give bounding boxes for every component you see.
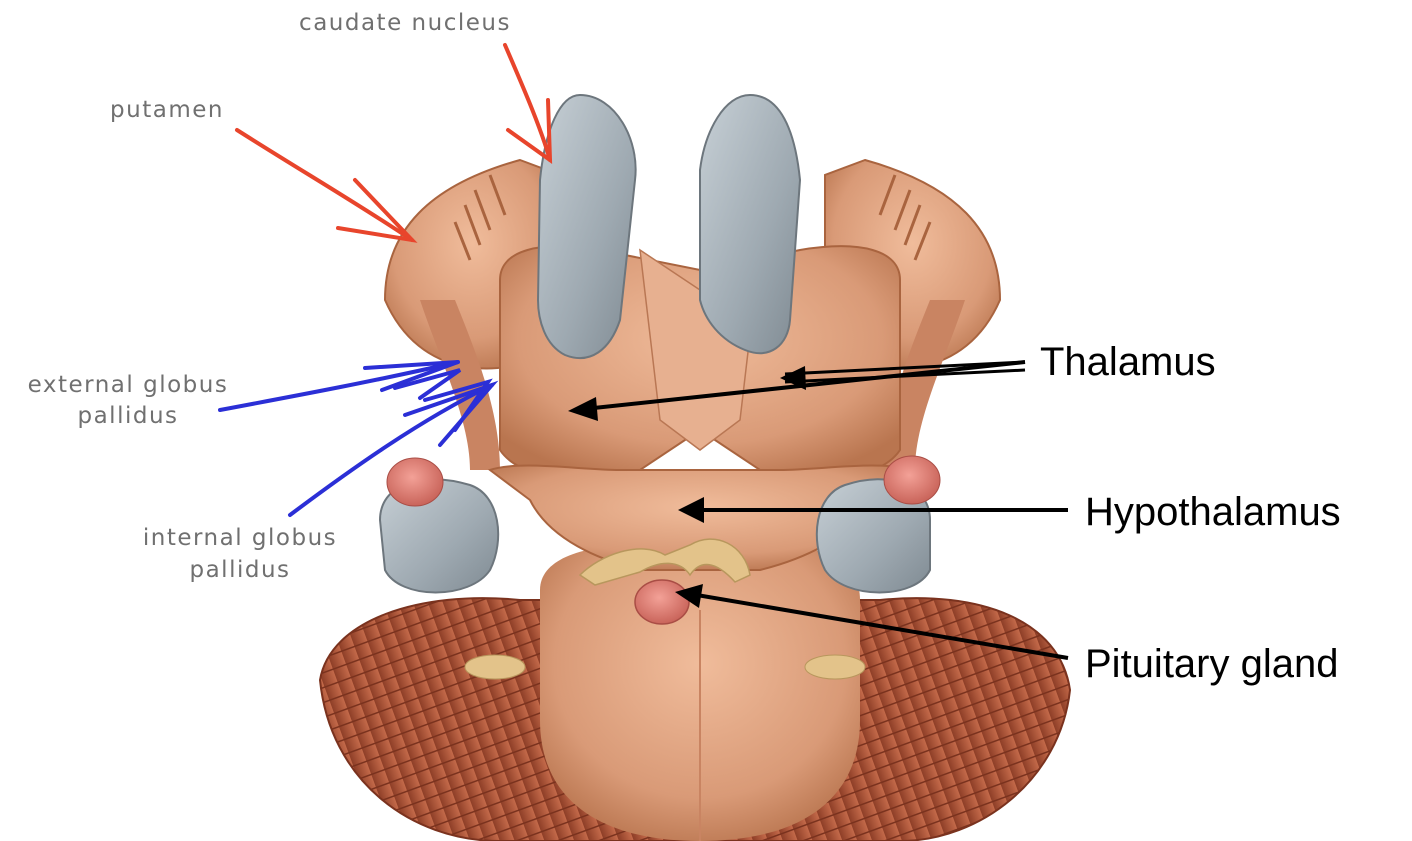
- pituitary-gland-shape: [635, 580, 689, 624]
- label-caudate-nucleus: caudate nucleus: [299, 10, 511, 36]
- label-external-gp-line1: external globus: [28, 372, 229, 398]
- label-internal-gp-line2: pallidus: [189, 557, 290, 583]
- external-gp-arrow: [220, 362, 458, 410]
- putamen-arrow: [237, 130, 412, 240]
- label-thalamus: Thalamus: [1040, 340, 1216, 384]
- label-hypothalamus: Hypothalamus: [1085, 490, 1341, 534]
- label-internal-gp-line1: internal globus: [143, 525, 337, 551]
- label-putamen: putamen: [110, 97, 224, 123]
- label-external-gp-line2: pallidus: [77, 403, 178, 429]
- label-pituitary-gland: Pituitary gland: [1085, 642, 1338, 686]
